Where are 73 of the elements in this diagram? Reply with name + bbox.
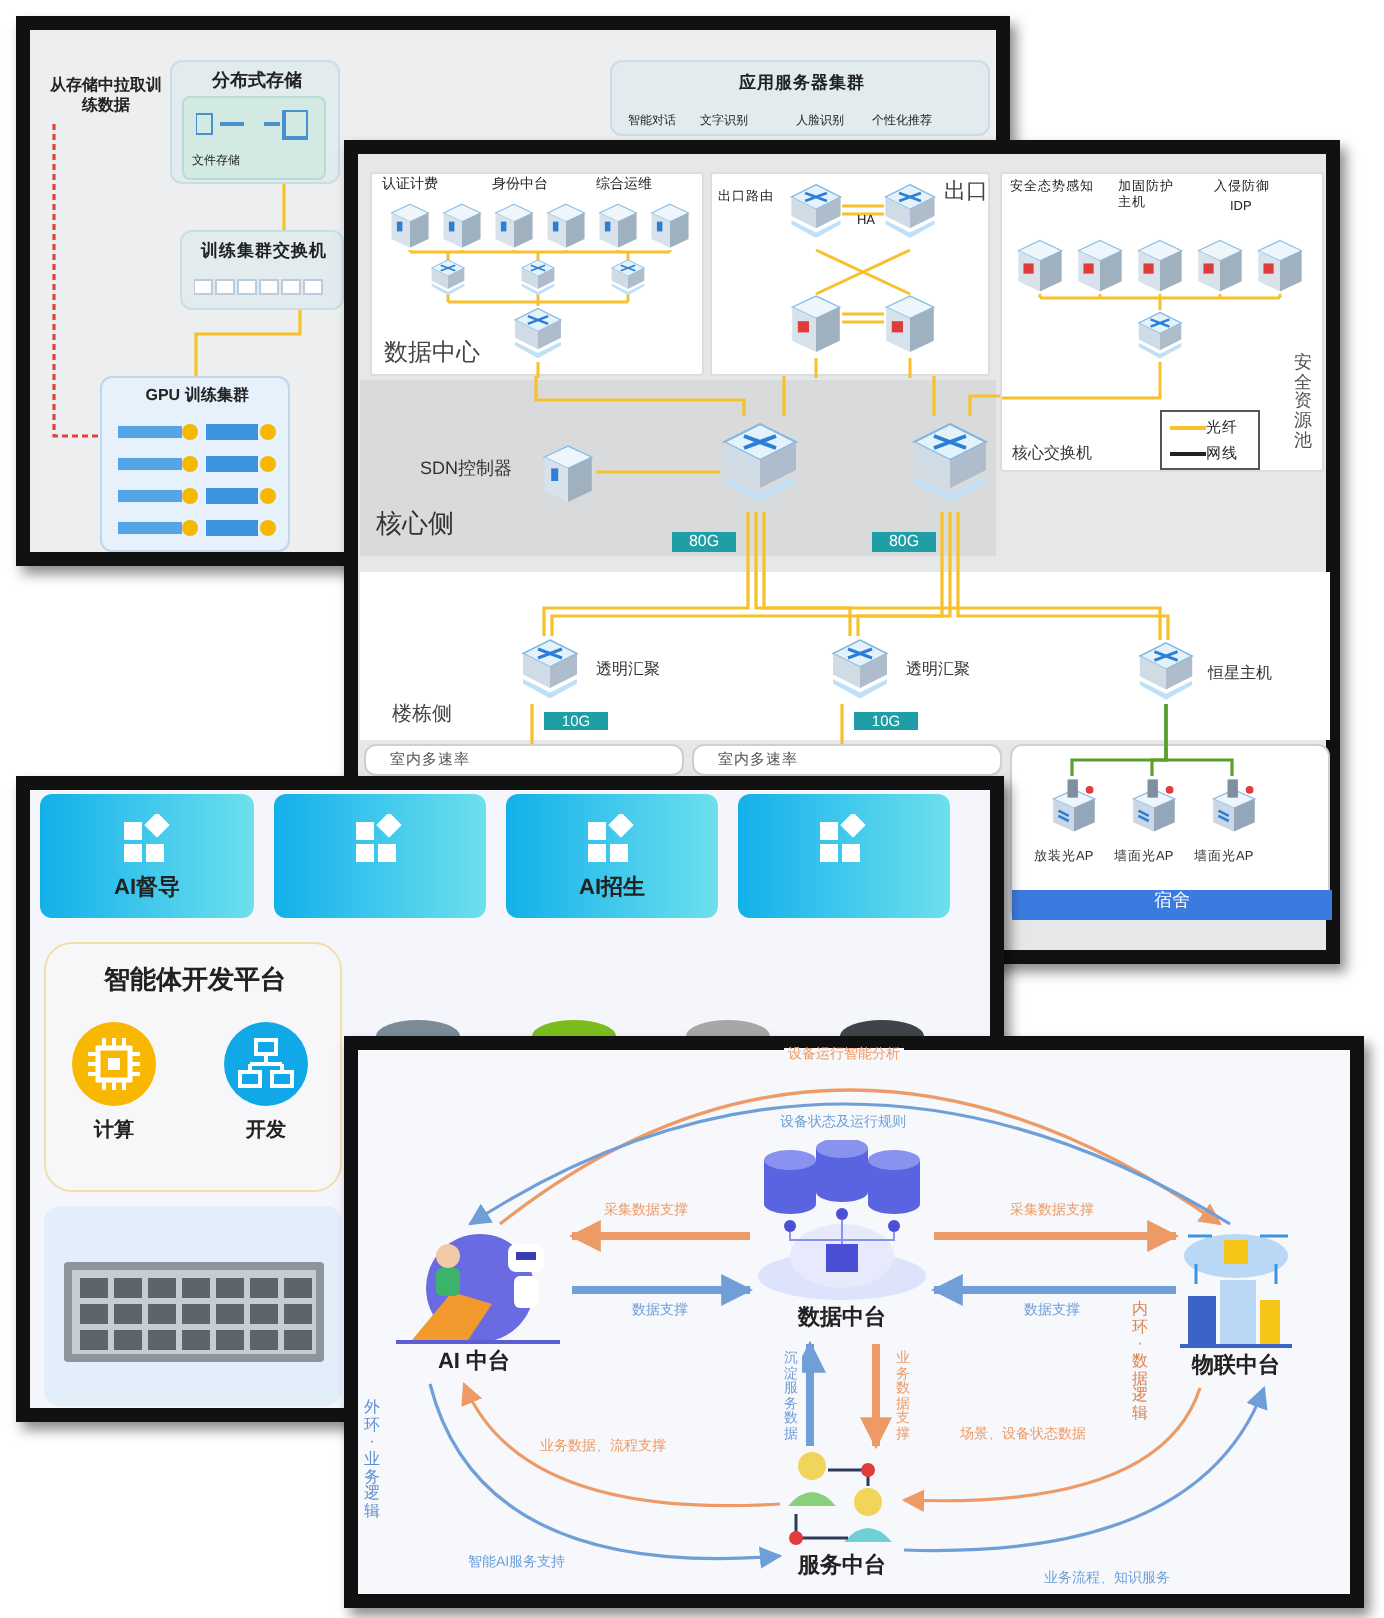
box-label: AI督导 xyxy=(114,876,180,903)
connector-line xyxy=(530,704,534,744)
device-label: 透明汇聚 xyxy=(596,660,660,680)
area-box xyxy=(364,744,684,776)
app-tile xyxy=(40,794,254,918)
ring-label: 内环 · 数据逻辑 xyxy=(1132,1302,1148,1423)
connector-line xyxy=(194,310,302,376)
bandwidth-badge: 80G xyxy=(672,532,736,552)
connector-line xyxy=(782,376,786,416)
device-label: 核心交换机 xyxy=(1012,444,1092,464)
connector-line xyxy=(856,512,952,636)
connector-line xyxy=(762,512,1162,640)
box-label: 智能体开发平台 xyxy=(104,964,286,996)
box-label: 数据中心 xyxy=(384,338,480,367)
banner-label: 宿舍 xyxy=(1012,890,1332,920)
server-panel xyxy=(44,1206,342,1406)
zone-label: 楼栋侧 xyxy=(392,704,452,728)
connector-line xyxy=(968,394,1000,416)
arrow xyxy=(860,1344,892,1450)
icon-caption: 计算 xyxy=(94,1120,134,1144)
platform-label: 数据中台 xyxy=(798,1306,886,1333)
box-label: 训练集群交换机 xyxy=(201,240,327,261)
data-center-box xyxy=(370,172,704,376)
platform-box xyxy=(44,942,342,1192)
device-label: 恒星主机 xyxy=(1208,664,1272,684)
arrow xyxy=(930,1274,1176,1306)
core-zone-band xyxy=(360,380,996,556)
box-label: 安全资源池 xyxy=(1294,354,1312,452)
box-label: 出口 xyxy=(944,180,988,207)
connector-line xyxy=(542,512,750,636)
connector-line xyxy=(534,376,746,416)
arrow xyxy=(572,1274,754,1306)
connector-line xyxy=(282,184,286,230)
box-label: 核心侧 xyxy=(376,508,454,540)
arrow xyxy=(904,1385,1266,1552)
arrow xyxy=(568,1220,750,1252)
connector-line xyxy=(956,512,1170,640)
annotation-text: 从存储中拉取训练数据 xyxy=(44,76,168,124)
app-tile xyxy=(506,794,718,918)
connector-line xyxy=(1164,704,1234,776)
arrow xyxy=(462,1382,781,1508)
arrow xyxy=(934,1220,1180,1252)
connector-line xyxy=(840,704,844,744)
storage-sub-box xyxy=(182,96,326,180)
connector-line xyxy=(52,124,100,438)
connector-line xyxy=(932,376,936,416)
dormitory-box xyxy=(1010,744,1330,920)
connector-line xyxy=(596,470,720,474)
exit-box xyxy=(710,172,990,376)
server-cluster-box xyxy=(610,60,990,136)
arrow xyxy=(901,1387,1202,1512)
connector-line xyxy=(754,512,852,636)
platform-label: 物联中台 xyxy=(1192,1354,1280,1381)
switch-group-box xyxy=(180,230,344,310)
icon-caption: 开发 xyxy=(246,1120,286,1144)
ring-label: 外环 · 业务逻辑 xyxy=(364,1400,380,1521)
bandwidth-badge: 80G xyxy=(872,532,936,552)
device-label: SDN控制器 xyxy=(420,458,513,480)
box-label: 分布式存储 xyxy=(212,70,302,92)
area-box xyxy=(692,744,1002,776)
gpu-cluster-box xyxy=(100,376,290,552)
storage-group-box xyxy=(170,60,340,184)
box-label: AI招生 xyxy=(579,876,645,903)
security-pool-box xyxy=(1000,172,1324,472)
app-tile xyxy=(274,794,486,918)
device-label: 透明汇聚 xyxy=(906,660,970,680)
box-label: 应用服务器集群 xyxy=(739,72,865,93)
platform-label: 服务中台 xyxy=(798,1554,886,1581)
app-tile xyxy=(738,794,950,918)
connector-line xyxy=(550,512,944,636)
box-label: GPU 训练集群 xyxy=(145,386,249,406)
platform-label: AI 中台 xyxy=(437,1350,511,1377)
arrow xyxy=(428,1383,783,1569)
